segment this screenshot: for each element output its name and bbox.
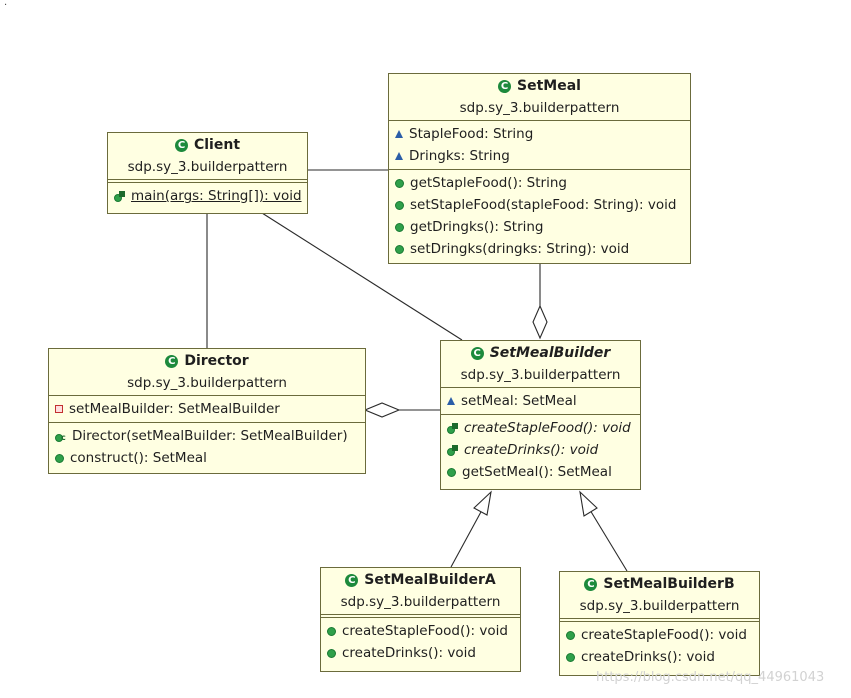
fields-section: StapleFood: String Dringks: String (389, 121, 690, 170)
class-package: sdp.sy_3.builderpattern (127, 375, 287, 391)
public-method-dot-icon (395, 178, 404, 188)
fields-section: setMealBuilder: SetMealBuilder (49, 396, 365, 423)
methods-section: createStapleFood(): void createDrinks():… (560, 622, 759, 670)
builder-a-inheritance-arrow-icon (473, 490, 492, 516)
fields-section (321, 615, 520, 618)
method-row[interactable]: getDringks(): String (389, 216, 690, 238)
class-package: sdp.sy_3.builderpattern (579, 598, 740, 614)
abstract-class-icon: C (470, 346, 484, 360)
builder-a-generalization-line (450, 509, 483, 568)
method-row[interactable]: createDrinks(): void (321, 642, 520, 664)
director-aggregation-diamond-icon (363, 402, 401, 418)
builder-b-generalization-line (589, 509, 628, 572)
class-setmealbuilderb[interactable]: C SetMealBuilderB sdp.sy_3.builderpattern… (559, 571, 760, 676)
class-header: C SetMealBuilderA sdp.sy_3.builderpattern (321, 568, 520, 615)
field-row[interactable]: setMeal: SetMeal (441, 390, 640, 412)
abstract-method-icon (447, 422, 458, 434)
method-row[interactable]: createDrinks(): void (560, 646, 759, 668)
public-method-dot-icon (395, 200, 404, 210)
class-name: SetMeal (517, 78, 581, 94)
class-setmeal[interactable]: C SetMeal sdp.sy_3.builderpattern StapleF… (388, 73, 691, 264)
constructor-icon: c (55, 431, 66, 442)
class-name: SetMealBuilderB (603, 576, 735, 592)
package-visibility-triangle-icon (395, 130, 403, 138)
fields-section: setMeal: SetMeal (441, 388, 640, 415)
builder-b-inheritance-arrow-icon (579, 490, 598, 517)
method-row[interactable]: construct(): SetMeal (49, 447, 365, 469)
class-package: sdp.sy_3.builderpattern (340, 594, 501, 610)
class-icon: C (174, 138, 188, 152)
setmeal-aggregation-diamond-icon (532, 304, 548, 340)
class-icon: C (345, 573, 359, 587)
public-method-dot-icon (327, 648, 336, 658)
field-row[interactable]: setMealBuilder: SetMealBuilder (49, 398, 365, 420)
class-name: Director (184, 353, 249, 369)
public-method-dot-icon (566, 630, 575, 640)
methods-section: main(args: String[]): void (108, 182, 307, 209)
abstract-method-icon (447, 444, 458, 456)
class-header: C SetMeal sdp.sy_3.builderpattern (389, 74, 690, 121)
method-row[interactable]: createStapleFood(): void (441, 417, 640, 439)
watermark-text: https://blog.csdn.net/qq_44961043 (596, 670, 825, 685)
class-header: C Client sdp.sy_3.builderpattern (108, 133, 307, 180)
corner-mark: · (4, 0, 8, 11)
class-package: sdp.sy_3.builderpattern (127, 159, 288, 175)
public-method-dot-icon (395, 222, 404, 232)
fields-section (560, 619, 759, 622)
method-row[interactable]: main(args: String[]): void (108, 185, 307, 207)
methods-section: getStapleFood(): String setStapleFood(st… (389, 170, 690, 262)
class-header: C Director sdp.sy_3.builderpattern (49, 349, 365, 396)
methods-section: createStapleFood(): void createDrinks():… (321, 618, 520, 666)
field-row[interactable]: Dringks: String (389, 145, 690, 167)
class-name: SetMealBuilder (489, 345, 611, 361)
class-package: sdp.sy_3.builderpattern (459, 100, 620, 116)
class-header: C SetMealBuilderB sdp.sy_3.builderpattern (560, 572, 759, 619)
class-icon: C (584, 577, 598, 591)
class-director[interactable]: C Director sdp.sy_3.builderpattern setMea… (48, 348, 366, 474)
class-setmealbuildera[interactable]: C SetMealBuilderA sdp.sy_3.builderpattern… (320, 567, 521, 672)
class-name: SetMealBuilderA (364, 572, 496, 588)
class-package: sdp.sy_3.builderpattern (460, 367, 621, 383)
method-row[interactable]: setStapleFood(stapleFood: String): void (389, 194, 690, 216)
public-method-dot-icon (55, 453, 64, 463)
class-name: Client (193, 137, 241, 153)
class-icon: C (498, 79, 512, 93)
private-field-square-icon (55, 405, 63, 413)
static-method-icon (114, 190, 125, 202)
public-method-dot-icon (395, 244, 404, 254)
method-row[interactable]: createStapleFood(): void (560, 624, 759, 646)
package-visibility-triangle-icon (395, 152, 403, 160)
method-row[interactable]: createStapleFood(): void (321, 620, 520, 642)
class-client[interactable]: C Client sdp.sy_3.builderpattern main(arg… (107, 132, 308, 214)
methods-section: createStapleFood(): void createDrinks():… (441, 415, 640, 485)
class-header: C SetMealBuilder sdp.sy_3.builderpattern (441, 341, 640, 388)
public-method-dot-icon (447, 467, 456, 477)
package-visibility-triangle-icon (447, 397, 455, 405)
method-row[interactable]: getStapleFood(): String (389, 172, 690, 194)
public-method-dot-icon (327, 626, 336, 636)
public-method-dot-icon (566, 652, 575, 662)
client-builder-association-line (261, 212, 463, 341)
class-icon: C (165, 354, 179, 368)
method-row[interactable]: setDringks(dringks: String): void (389, 238, 690, 260)
method-row[interactable]: createDrinks(): void (441, 439, 640, 461)
field-row[interactable]: StapleFood: String (389, 123, 690, 145)
method-row[interactable]: getSetMeal(): SetMeal (441, 461, 640, 483)
